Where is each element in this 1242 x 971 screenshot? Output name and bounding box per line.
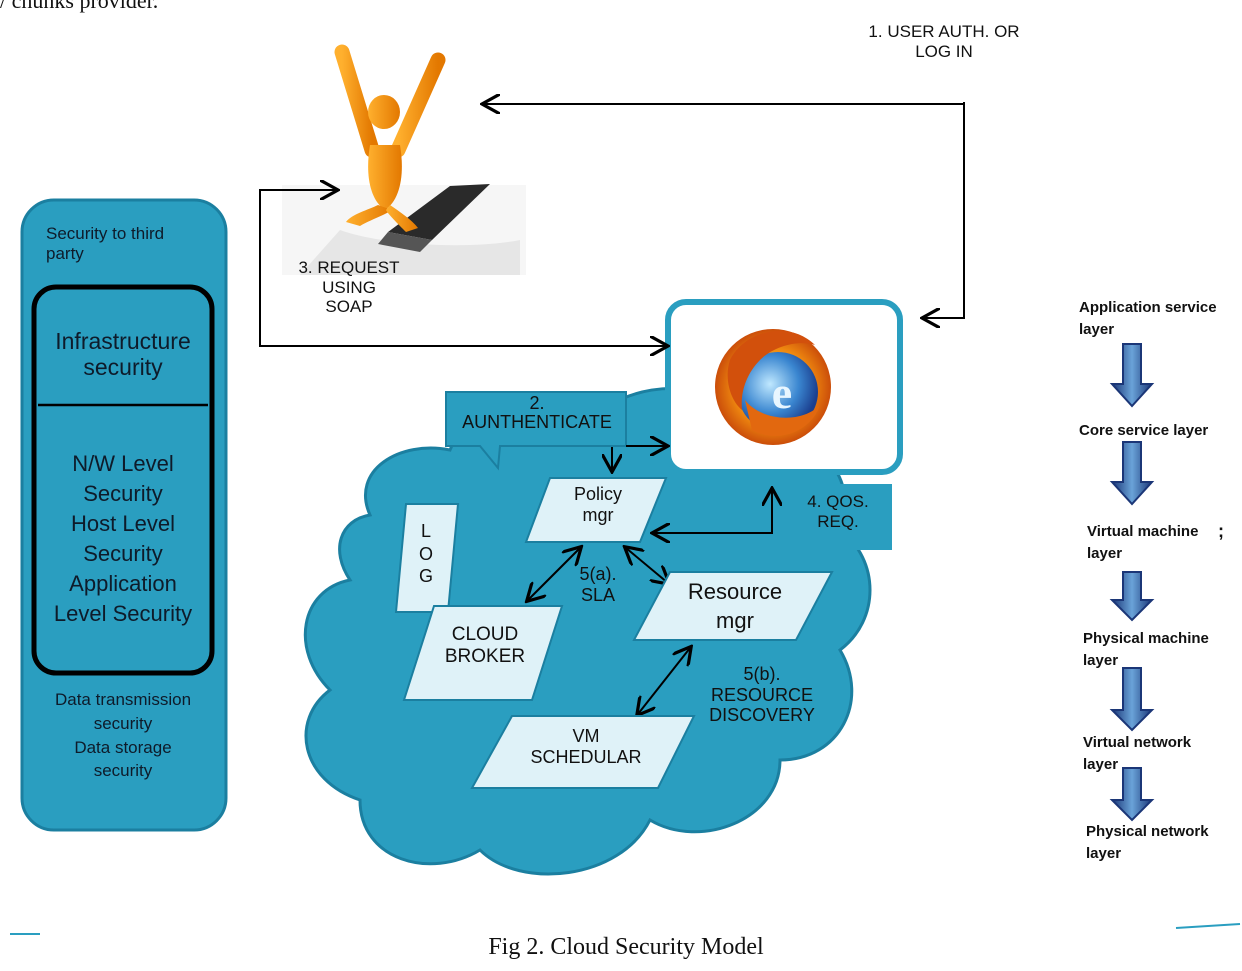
layer-application-service: Application service layer — [1079, 299, 1217, 338]
arrow-policy-broker — [528, 548, 580, 600]
vm-schedular-label: VM SCHEDULAR — [530, 726, 642, 767]
semicolon-mark: ; — [1218, 521, 1224, 541]
layer-virtual-network: Virtual network layer — [1083, 734, 1192, 773]
down-arrow-3 — [1109, 571, 1155, 622]
resource-mgr-label: Resource mgr — [687, 579, 783, 633]
qos-box — [780, 484, 892, 550]
arrow-qos — [654, 490, 772, 533]
security-levels-label: N/W Level Security Host Level Security A… — [53, 451, 193, 626]
top-fragment-text: / chunks provider. — [0, 0, 159, 13]
data-security-label: Data transmission security Data storage … — [54, 690, 192, 781]
layer-arrows — [1109, 343, 1155, 822]
layer-virtual-machine: Virtual machine layer — [1087, 523, 1199, 562]
down-arrow-4 — [1109, 667, 1155, 732]
step5a-sla-label: 5(a). SLA — [579, 564, 617, 605]
user-person-icon — [282, 44, 526, 275]
step5b-resource-discovery-label: 5(b). RESOURCE DISCOVERY — [709, 664, 815, 726]
browser-logo-icon: e — [715, 329, 831, 445]
policy-mgr-shape — [524, 477, 668, 543]
policy-mgr-label: Policy mgr — [573, 484, 622, 525]
layer-core-service: Core service layer — [1079, 422, 1209, 439]
down-arrow-5 — [1109, 767, 1155, 822]
arrow-resource-vm — [638, 648, 690, 714]
resource-mgr-shape — [632, 571, 834, 641]
arrow-user-auth — [924, 102, 965, 318]
flow-arrows — [259, 102, 965, 714]
step2-authenticate-label: 2. AUNTHENTICATE — [462, 393, 612, 432]
left-panel-inner-frame — [31, 284, 215, 676]
figure-caption: Fig 2. Cloud Security Model — [488, 934, 764, 960]
infrastructure-security-label: Infrastructure security — [55, 328, 191, 381]
cloud-broker-label: CLOUD BROKER — [444, 624, 526, 667]
down-arrow-2 — [1109, 441, 1155, 506]
layer-physical-network: Physical network layer — [1086, 823, 1209, 862]
svg-text:e: e — [772, 367, 792, 418]
log-label: L O G — [418, 521, 433, 586]
down-arrow-1 — [1109, 343, 1155, 408]
left-panel-title: Security to third party — [46, 224, 165, 263]
authenticate-box — [445, 391, 627, 471]
step1-user-auth-label: 1. USER AUTH. OR LOG IN — [868, 22, 1020, 61]
step3-soap-request-label: 3. REQUEST USING SOAP — [298, 258, 400, 317]
left-security-panel — [20, 198, 228, 832]
corner-stroke-right — [1175, 923, 1241, 929]
step4-qos-label: 4. QOS. REQ. — [807, 492, 869, 531]
vm-schedular-shape — [470, 715, 696, 789]
cloud-broker-shape — [402, 605, 564, 701]
arrow-policy-resource — [626, 548, 668, 583]
layer-physical-machine: Physical machine layer — [1083, 630, 1209, 669]
